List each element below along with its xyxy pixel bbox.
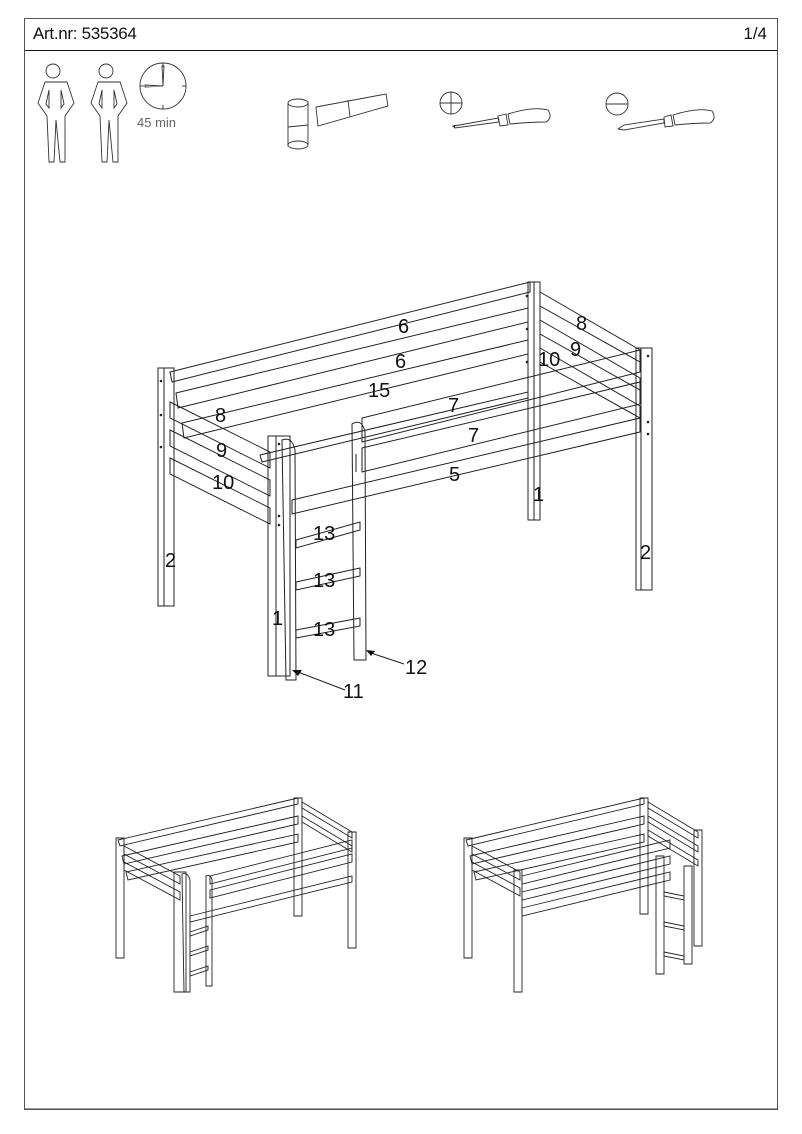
part-label-5: 5 [449,464,460,486]
variant-ladder-front [115,797,357,993]
page-indicator: 1/4 [743,24,767,43]
part-label-13: 13 [313,570,335,592]
part-label-10: 10 [538,349,560,371]
part-label-8: 8 [576,313,587,335]
page-header: Art.nr: 535364 1/4 [25,19,777,51]
part-label-1: 1 [272,608,283,630]
part-label-2: 2 [165,550,176,572]
part-label-7: 7 [468,425,479,447]
part-label-1: 1 [533,484,544,506]
part-label-10: 10 [212,472,234,494]
part-label-13: 13 [313,619,335,641]
instruction-page: Art.nr: 535364 1/4 [24,18,778,1110]
part-label-11: 11 [343,681,364,703]
part-label-6: 6 [398,316,409,338]
phillips-screwdriver-icon [439,91,551,129]
part-label-7: 7 [448,395,459,417]
clock-icon [139,62,187,110]
part-label-6: 6 [395,351,406,373]
part-label-2: 2 [640,542,651,564]
variant-ladder-side [463,797,703,993]
time-label: 45 min [137,115,176,130]
part-label-15: 15 [368,380,390,402]
part-label-9: 9 [216,440,227,462]
part-label-8: 8 [215,405,226,427]
rubber-mallet-icon [287,93,389,150]
two-person-icon [37,63,128,163]
article-number: Art.nr: 535364 [33,24,137,43]
svg-text:45 min: 45 min [137,115,176,130]
part-label-13: 13 [313,523,335,545]
part-label-9: 9 [570,339,581,361]
page-bottom-border [25,1108,777,1109]
flathead-screwdriver-icon [605,92,715,131]
part-label-12: 12 [405,657,427,679]
